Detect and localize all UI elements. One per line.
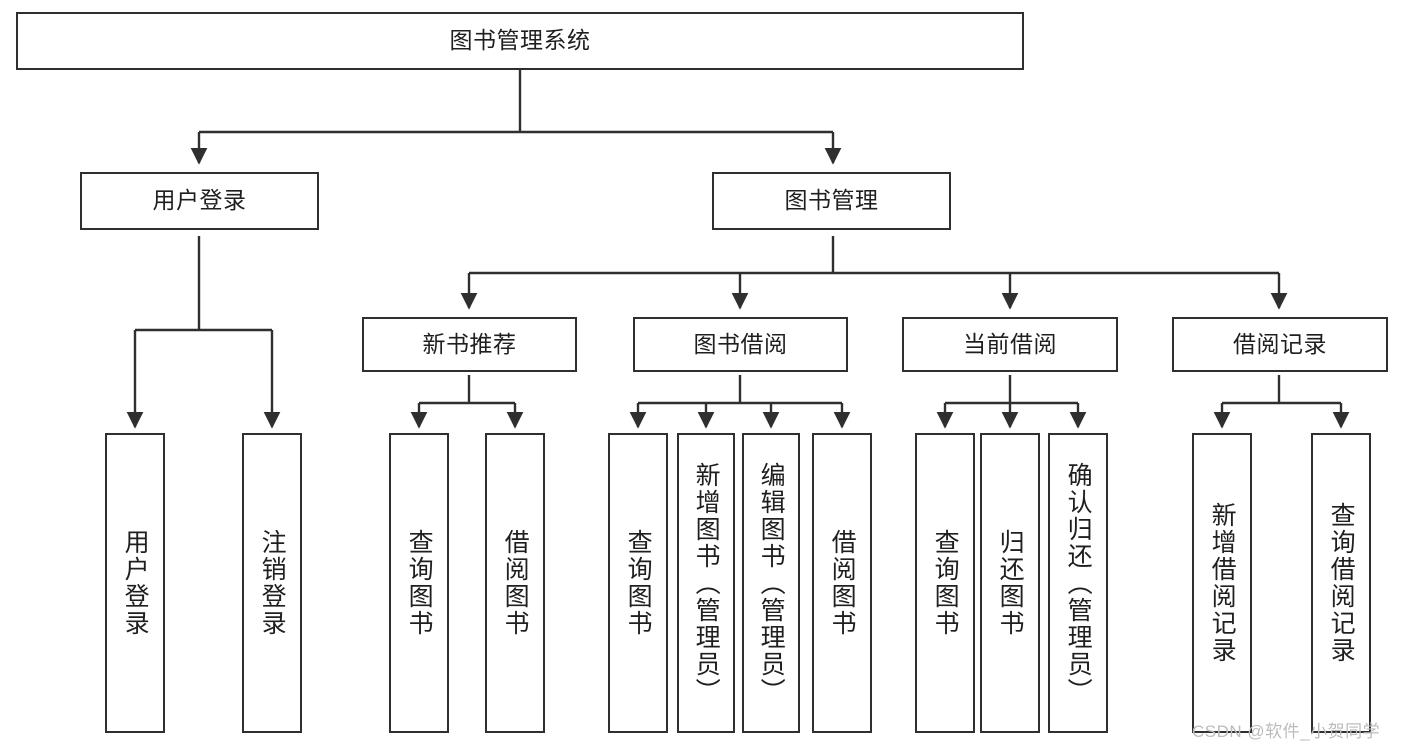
node-current-borrow[interactable]: 当前借阅 [902,317,1118,372]
node-label: 查询借阅记录 [1327,502,1356,664]
node-label: 用户登录 [152,187,247,214]
node-leaf-query-book-1[interactable]: 查询图书 [389,433,449,733]
node-label: 用户登录 [121,529,150,637]
node-leaf-confirm-return[interactable]: 确认归还（管理员） [1048,433,1108,733]
node-new-book-recommend[interactable]: 新书推荐 [362,317,577,372]
node-label: 新增图书（管理员） [692,461,721,705]
node-label: 图书借阅 [693,330,788,357]
node-leaf-add-book[interactable]: 新增图书（管理员） [677,433,735,733]
node-label: 借阅图书 [501,529,530,637]
node-borrow-record[interactable]: 借阅记录 [1172,317,1388,372]
node-book-management[interactable]: 图书管理 [712,172,951,230]
node-label: 查询图书 [624,529,653,637]
node-leaf-user-logout[interactable]: 注销登录 [242,433,302,733]
node-root-book-management-system[interactable]: 图书管理系统 [16,12,1024,70]
node-leaf-return-book[interactable]: 归还图书 [980,433,1040,733]
node-leaf-user-login[interactable]: 用户登录 [105,433,165,733]
node-book-borrow[interactable]: 图书借阅 [633,317,848,372]
node-leaf-edit-book[interactable]: 编辑图书（管理员） [742,433,800,733]
csdn-watermark: CSDN @软件_小贺同学 [1192,722,1381,741]
node-label: 查询图书 [931,529,960,637]
node-leaf-add-record[interactable]: 新增借阅记录 [1192,433,1252,733]
node-leaf-query-book-3[interactable]: 查询图书 [915,433,975,733]
node-label: 新书推荐 [422,330,517,357]
node-label: 确认归还（管理员） [1064,461,1093,705]
node-label: 编辑图书（管理员） [757,461,786,705]
node-label: 图书管理系统 [449,27,591,54]
node-leaf-query-book-2[interactable]: 查询图书 [608,433,668,733]
node-user-login[interactable]: 用户登录 [80,172,319,230]
node-leaf-borrow-book-1[interactable]: 借阅图书 [485,433,545,733]
node-label: 借阅图书 [828,529,857,637]
node-label: 查询图书 [405,529,434,637]
node-label: 归还图书 [996,529,1025,637]
node-leaf-borrow-book-2[interactable]: 借阅图书 [812,433,872,733]
node-leaf-query-record[interactable]: 查询借阅记录 [1311,433,1371,733]
node-label: 注销登录 [258,529,287,637]
node-label: 借阅记录 [1233,330,1327,357]
node-label: 图书管理 [784,187,879,214]
node-label: 当前借阅 [963,330,1057,357]
node-label: 新增借阅记录 [1208,502,1237,664]
